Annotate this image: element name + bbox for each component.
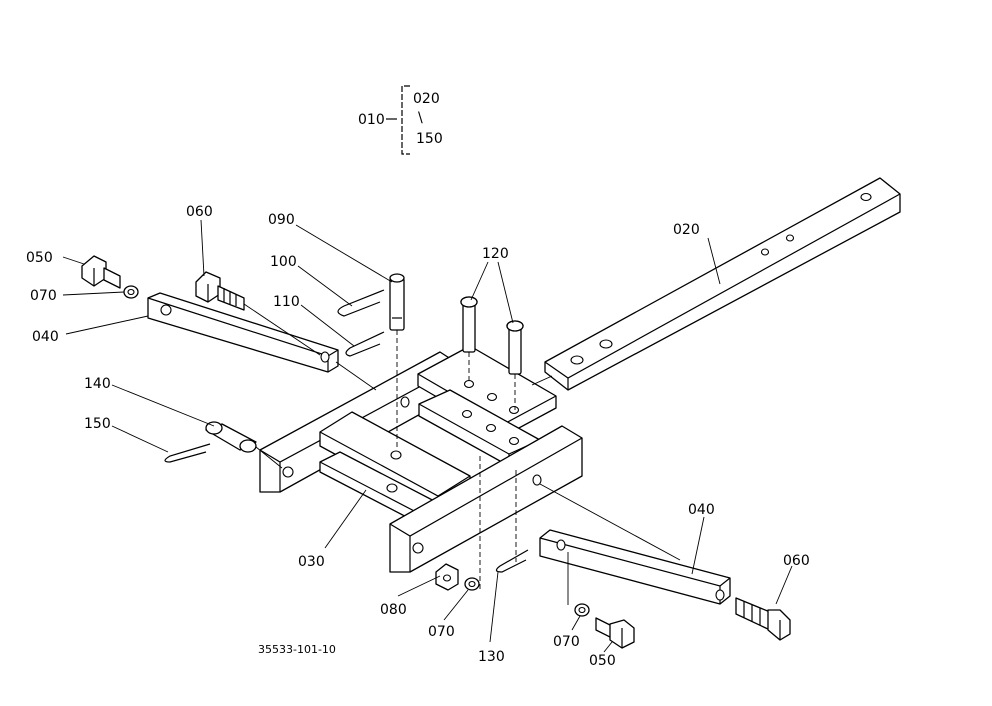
callout-130: 130 — [478, 649, 505, 665]
callout-040-upper: 040 — [32, 329, 59, 345]
callout-030: 030 — [298, 554, 325, 570]
bolt-050-lower — [595, 617, 635, 649]
callout-080: 080 — [380, 602, 407, 618]
pin-090 — [389, 273, 405, 331]
callout-110: 110 — [273, 294, 300, 310]
drawing-number: 35533-101-10 — [258, 643, 336, 656]
part-030-frame — [259, 345, 583, 573]
assembly-range-end: 150 — [416, 131, 443, 147]
callout-090: 090 — [268, 212, 295, 228]
callout-050-upper: 050 — [26, 250, 53, 266]
bolt-050-upper — [81, 255, 121, 289]
washer-070-lower — [574, 603, 590, 617]
callout-leaders — [62, 219, 793, 653]
callout-150: 150 — [84, 416, 111, 432]
clip-100 — [337, 289, 385, 317]
part-040-link-right — [539, 529, 731, 605]
clip-110 — [345, 331, 385, 357]
callout-060-upper: 060 — [186, 204, 213, 220]
part-020-drawbar — [544, 177, 901, 391]
callout-070-lower: 070 — [553, 634, 580, 650]
part-040-link-left — [147, 292, 339, 373]
callout-060-lower: 060 — [783, 553, 810, 569]
assembly-reference: 010 020 \ 150 — [358, 85, 443, 155]
bolt-060-lower — [735, 597, 791, 641]
callout-120: 120 — [482, 246, 509, 262]
assembly-range-start: 020 — [413, 91, 440, 107]
callout-020: 020 — [673, 222, 700, 238]
callout-050-lower: 050 — [589, 653, 616, 669]
bolt-060-upper — [195, 271, 245, 311]
nut-080 — [435, 563, 459, 591]
clip-150 — [164, 443, 211, 463]
assembly-number: 010 — [358, 112, 385, 128]
callout-100: 100 — [270, 254, 297, 270]
clip-130 — [495, 549, 529, 573]
callout-labels: 050 070 040 060 090 100 110 120 020 140 … — [26, 204, 810, 669]
callout-140: 140 — [84, 376, 111, 392]
assembly-axes — [243, 303, 681, 605]
callout-070-upper: 070 — [30, 288, 57, 304]
pin-140 — [205, 421, 257, 453]
assembly-range-separator: \ — [418, 110, 423, 126]
washer-070-middle — [464, 577, 480, 591]
callout-040-lower: 040 — [688, 502, 715, 518]
pin-120-left — [460, 296, 478, 353]
callout-070-middle: 070 — [428, 624, 455, 640]
washer-070-upper — [123, 285, 139, 299]
pin-120-right — [506, 320, 524, 375]
